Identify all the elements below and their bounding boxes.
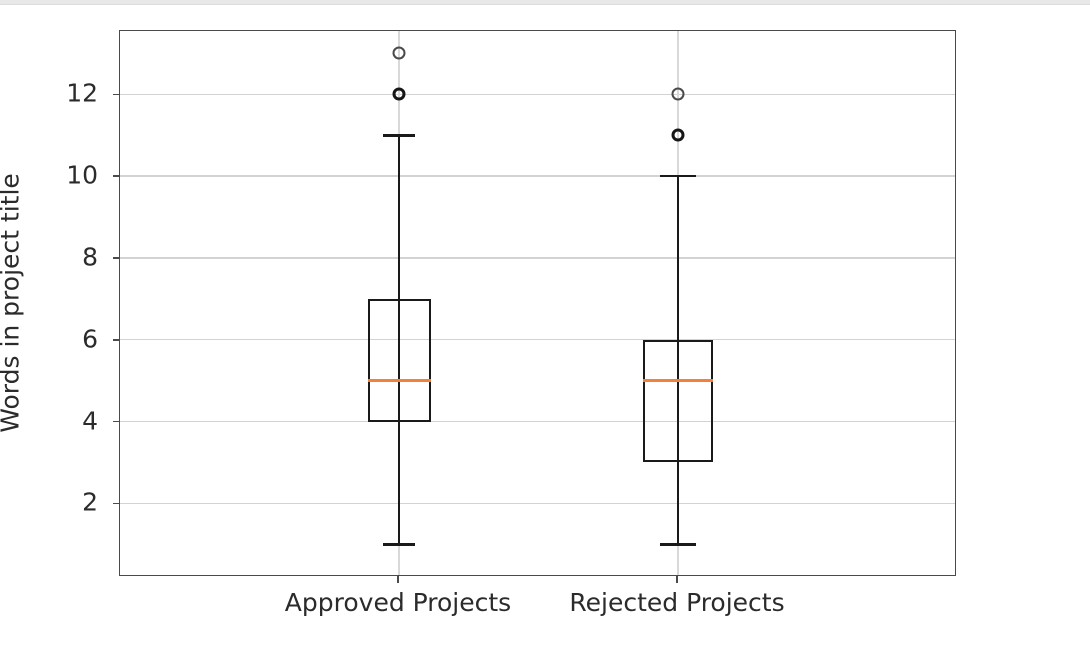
boxplot-upper-cap [659,174,697,178]
boxplot-outlier-marker [671,128,685,142]
gridline-horizontal [120,175,955,177]
boxplot-median-line [643,379,713,382]
y-axis-tick-label: 2 [82,487,98,517]
boxplot-lower-cap [382,542,416,546]
x-axis-tick-mark [676,576,678,583]
gridline-horizontal [120,420,955,423]
boxplot-whisker-line [676,176,680,545]
boxplot-outlier-marker [392,46,406,60]
y-axis-tick-labels: 2 4 6 8 10 12 [0,30,112,576]
x-axis-tick-label-1: Approved Projects [284,588,512,617]
y-axis-tick-mark [113,93,120,96]
y-axis-tick-mark [113,338,120,341]
boxplot-box [643,339,713,463]
y-axis-tick-mark [113,502,120,505]
boxplot-lower-cap [659,542,697,546]
y-axis-tick-label: 6 [82,324,98,354]
y-axis-tick-label: 4 [82,406,98,436]
gridline-horizontal [120,93,955,96]
y-axis-tick-label: 8 [82,242,98,272]
gridline-horizontal [120,502,955,505]
gridline-horizontal [120,339,955,341]
y-axis-tick-label: 10 [66,160,98,190]
boxplot-outlier-marker [392,87,406,101]
y-axis-tick-mark [113,257,120,259]
x-axis-tick-label-2: Rejected Projects [569,588,785,617]
y-axis-tick-mark [113,420,120,423]
x-axis-tick-mark [397,576,399,583]
boxplot-box [367,298,431,422]
boxplot-median-line [367,379,431,382]
y-axis-tick-mark [113,175,120,177]
window-top-strip [0,0,1090,5]
boxplot-whisker-line [397,135,401,545]
y-axis-tick-label: 12 [66,78,98,108]
boxplot-upper-cap [382,133,416,137]
gridline-horizontal [120,257,955,259]
plot-area [113,30,956,576]
boxplot-outlier-marker [671,87,685,101]
